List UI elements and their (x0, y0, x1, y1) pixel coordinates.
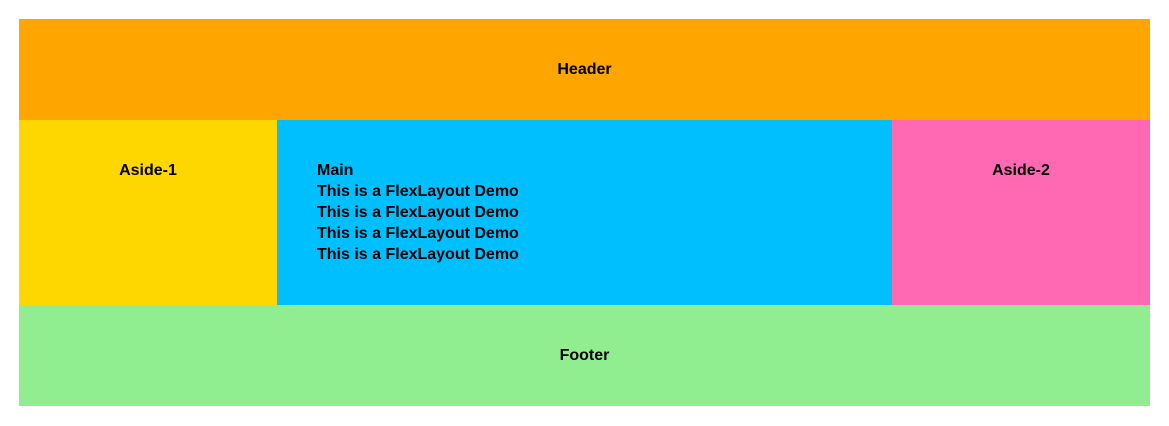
main-demo-line: This is a FlexLayout Demo (317, 204, 519, 221)
main-demo-line: This is a FlexLayout Demo (317, 225, 519, 242)
aside-2-label: Aside-2 (992, 162, 1050, 179)
footer-section: Footer (19, 305, 1150, 406)
header-section: Header (19, 19, 1150, 120)
aside-2-section: Aside-2 (892, 120, 1150, 305)
middle-row: Aside-1 Main This is a FlexLayout Demo T… (19, 120, 1150, 305)
header-label: Header (557, 61, 612, 78)
flex-layout-demo-page: Header Aside-1 Main This is a FlexLayout… (19, 19, 1150, 406)
main-demo-line: This is a FlexLayout Demo (317, 246, 519, 263)
aside-1-section: Aside-1 (19, 120, 277, 305)
aside-1-label: Aside-1 (119, 162, 177, 179)
main-demo-line: This is a FlexLayout Demo (317, 183, 519, 200)
main-section: Main This is a FlexLayout Demo This is a… (277, 120, 892, 305)
main-title: Main (317, 162, 354, 179)
footer-label: Footer (559, 347, 610, 364)
